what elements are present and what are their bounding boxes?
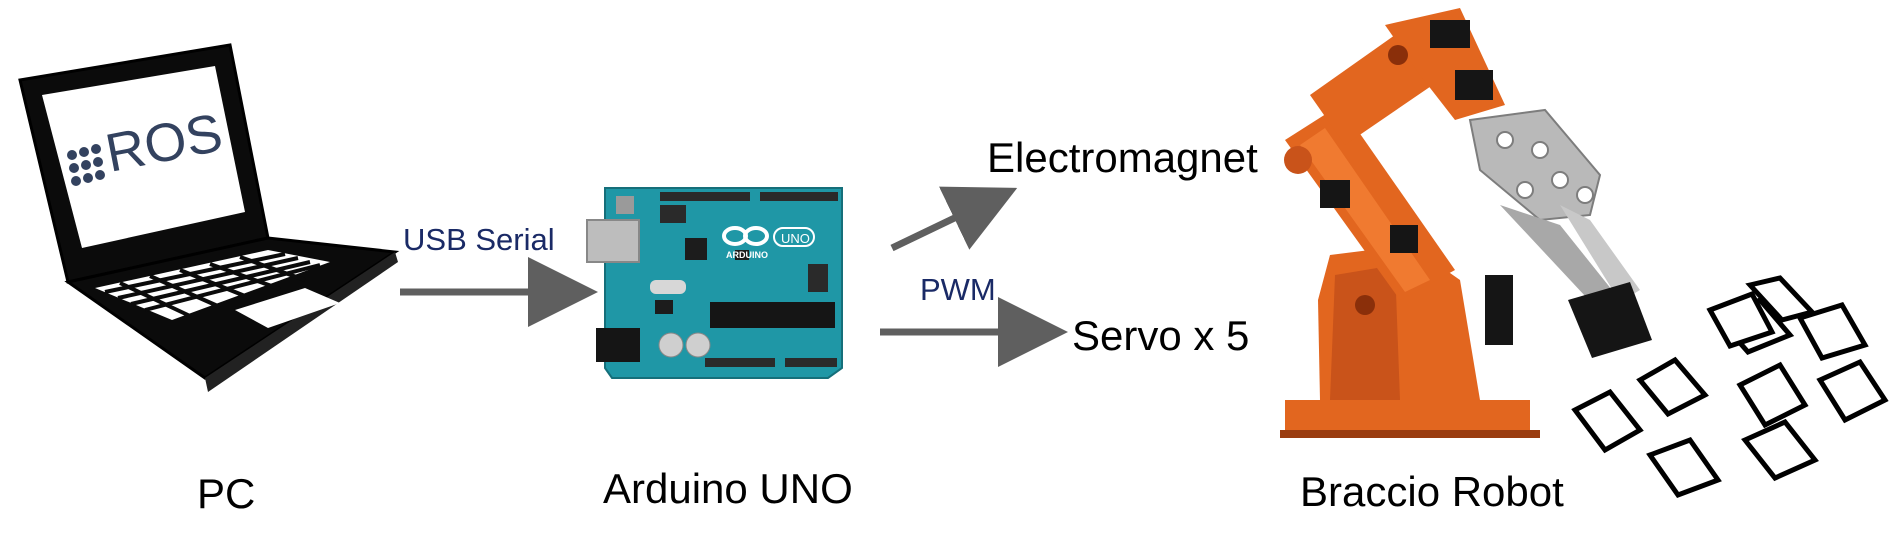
usb-serial-label: USB Serial — [403, 222, 555, 257]
cards-icon — [1571, 275, 1889, 499]
arduino-label: Arduino UNO — [603, 465, 853, 512]
arduino-board-icon: ARDUINO UNO — [586, 187, 843, 379]
electromagnet-arrow — [890, 186, 1018, 252]
arduino-board-brand: ARDUINO — [726, 250, 768, 260]
pc-label: PC — [197, 470, 256, 517]
pwm-label: PWM — [920, 272, 996, 307]
arduino-board-model: UNO — [781, 231, 810, 246]
laptop-icon: ROS — [18, 43, 400, 392]
robot-arm-icon — [1280, 8, 1652, 438]
electromagnet-label: Electromagnet — [987, 134, 1258, 181]
servo-label: Servo x 5 — [1072, 312, 1250, 359]
arduino-logo-icon — [722, 226, 769, 246]
robot-label: Braccio Robot — [1300, 468, 1564, 515]
